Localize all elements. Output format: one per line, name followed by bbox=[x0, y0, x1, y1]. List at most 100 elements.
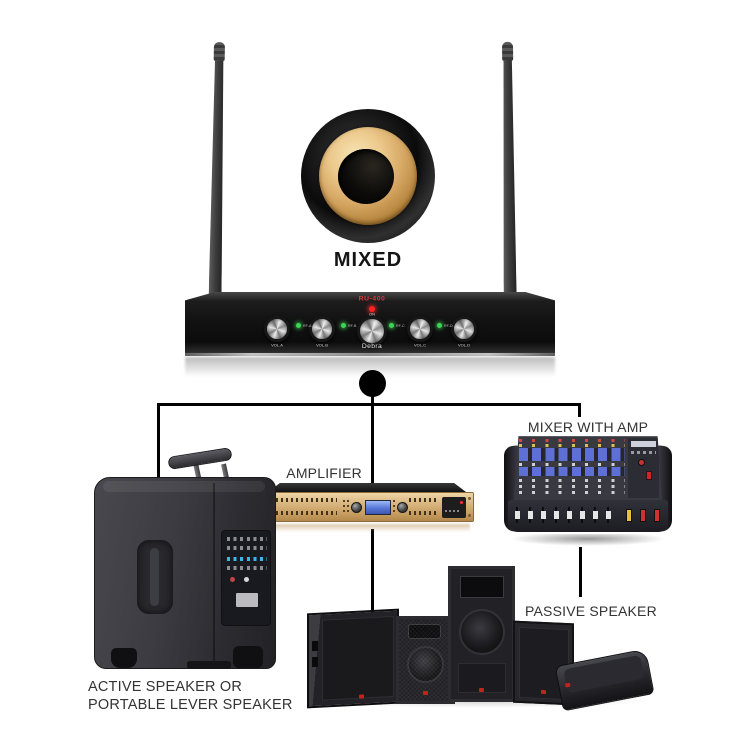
power-led-label: ON bbox=[369, 312, 375, 317]
rack-screw bbox=[468, 514, 471, 517]
mixer-to-passive-vertical bbox=[579, 547, 582, 597]
rear-control-panel bbox=[221, 530, 271, 626]
subwoofer-grille bbox=[322, 615, 394, 701]
mixed-output-jack-photo bbox=[301, 109, 435, 243]
branch-right-vertical bbox=[578, 403, 581, 417]
rf-a-label: RF-A bbox=[303, 324, 312, 329]
yellow-fader bbox=[626, 509, 632, 522]
connector-stem bbox=[371, 393, 374, 405]
active-speaker-label-line2: PORTABLE LEVER SPEAKER bbox=[88, 696, 293, 713]
panel-knob-row bbox=[227, 537, 267, 541]
brand-badge bbox=[423, 691, 428, 695]
amp-to-passive-vertical bbox=[371, 529, 374, 615]
wedge-monitor-speaker bbox=[554, 648, 656, 712]
speaker-foot-bar bbox=[187, 661, 231, 669]
antenna-right-shaft bbox=[501, 60, 517, 300]
rf-d-label: RF-D bbox=[444, 324, 453, 329]
volume-knob-b bbox=[309, 316, 335, 342]
rf-c-led bbox=[389, 323, 394, 328]
pan-knob-row bbox=[519, 463, 625, 466]
rack-screw bbox=[468, 497, 471, 500]
passive-speaker-label: PASSIVE SPEAKER bbox=[525, 603, 657, 619]
channel-strip-band-lower bbox=[519, 467, 625, 476]
vent-slots bbox=[271, 511, 337, 515]
woofer bbox=[407, 646, 444, 683]
red-master-fader bbox=[654, 509, 660, 522]
volume-knob-a bbox=[264, 316, 290, 342]
passive-speaker-small bbox=[396, 616, 455, 704]
amp-gain-knob-left bbox=[351, 502, 362, 513]
side-carry-handle-recess bbox=[137, 540, 173, 614]
master-red-knob bbox=[638, 459, 645, 466]
connector-horizontal bbox=[157, 403, 581, 406]
eq-knob-row bbox=[519, 444, 625, 447]
rf-d-led bbox=[437, 323, 442, 328]
vol-a-label: VOL.A bbox=[271, 343, 283, 348]
amplifier-device bbox=[260, 483, 474, 535]
wedge-body bbox=[554, 648, 655, 712]
panel-knob-row bbox=[227, 566, 267, 570]
rf-a-led bbox=[296, 323, 301, 328]
panel-white-knob bbox=[244, 577, 249, 582]
connector-dot bbox=[359, 370, 386, 397]
mixed-port-label: MIXED bbox=[333, 249, 403, 271]
active-speaker-label: ACTIVE SPEAKER OR PORTABLE LEVER SPEAKER bbox=[88, 679, 293, 714]
branch-left-vertical bbox=[157, 403, 160, 481]
speaker-grille bbox=[399, 619, 452, 701]
channel-faders bbox=[515, 511, 619, 519]
gain-knob-row bbox=[519, 439, 625, 442]
rf-b-led bbox=[341, 323, 346, 328]
horn-tweeter bbox=[460, 576, 504, 598]
amplifier-front-panel bbox=[260, 492, 474, 522]
master-volume-knob bbox=[357, 316, 387, 346]
mixer-master-section bbox=[628, 438, 659, 498]
brand-badge bbox=[541, 689, 546, 695]
power-switch bbox=[646, 471, 652, 480]
branch-center-vertical bbox=[371, 403, 374, 483]
antenna-right-cap bbox=[501, 41, 514, 61]
active-speaker-label-line1: ACTIVE SPEAKER OR bbox=[88, 679, 243, 695]
speaker-wheel-right bbox=[233, 646, 263, 668]
active-speaker-cabinet bbox=[94, 477, 276, 669]
amplifier-reflection bbox=[264, 524, 470, 532]
volume-knob-c bbox=[407, 316, 433, 342]
channel-strip-band-upper bbox=[519, 448, 625, 461]
passive-subwoofer bbox=[307, 608, 399, 709]
brand-logo-text: Debra bbox=[361, 342, 383, 350]
bass-port bbox=[312, 640, 318, 652]
panel-spec-label bbox=[236, 593, 258, 607]
receiver-model-text: RU-400 bbox=[358, 295, 386, 303]
brand-badge bbox=[359, 694, 364, 699]
aux-knob-row bbox=[519, 479, 625, 482]
mixer-shadow bbox=[510, 534, 666, 546]
volume-knob-d bbox=[451, 316, 477, 342]
speaker-wheel-left bbox=[111, 648, 137, 668]
mixer-label: MIXER WITH AMP bbox=[527, 419, 649, 435]
vent-slots bbox=[409, 511, 437, 515]
wireless-receiver-unit: RU-400 ON VOL.A VOL.B VOL.C VOL.D RF-A R… bbox=[185, 292, 555, 356]
button-column bbox=[347, 500, 349, 514]
vent-slots bbox=[271, 498, 337, 502]
wedge-grille bbox=[563, 654, 645, 694]
antenna-left-shaft bbox=[208, 60, 225, 300]
amplifier-top-cover bbox=[268, 483, 466, 492]
master-buttons bbox=[631, 451, 656, 454]
red-master-fader bbox=[640, 509, 646, 522]
brand-badge bbox=[479, 688, 484, 692]
receiver-reflection bbox=[185, 357, 555, 377]
vent-slots bbox=[409, 498, 437, 502]
panel-knob-row bbox=[227, 546, 267, 550]
cabinet-seam bbox=[213, 483, 215, 663]
jack-hole bbox=[338, 149, 394, 204]
panel-red-knob bbox=[230, 577, 235, 582]
horn-tweeter bbox=[408, 624, 441, 639]
mixer-top-panel bbox=[514, 436, 662, 500]
amp-gain-knob-right bbox=[397, 502, 408, 513]
amp-right-indicator-panel bbox=[442, 497, 466, 518]
mute-button-row bbox=[519, 491, 625, 494]
rf-b-label: RF-B bbox=[348, 324, 357, 329]
woofer bbox=[459, 609, 505, 655]
vol-b-label: VOL.B bbox=[316, 343, 328, 348]
amp-lcd-display bbox=[365, 500, 391, 515]
